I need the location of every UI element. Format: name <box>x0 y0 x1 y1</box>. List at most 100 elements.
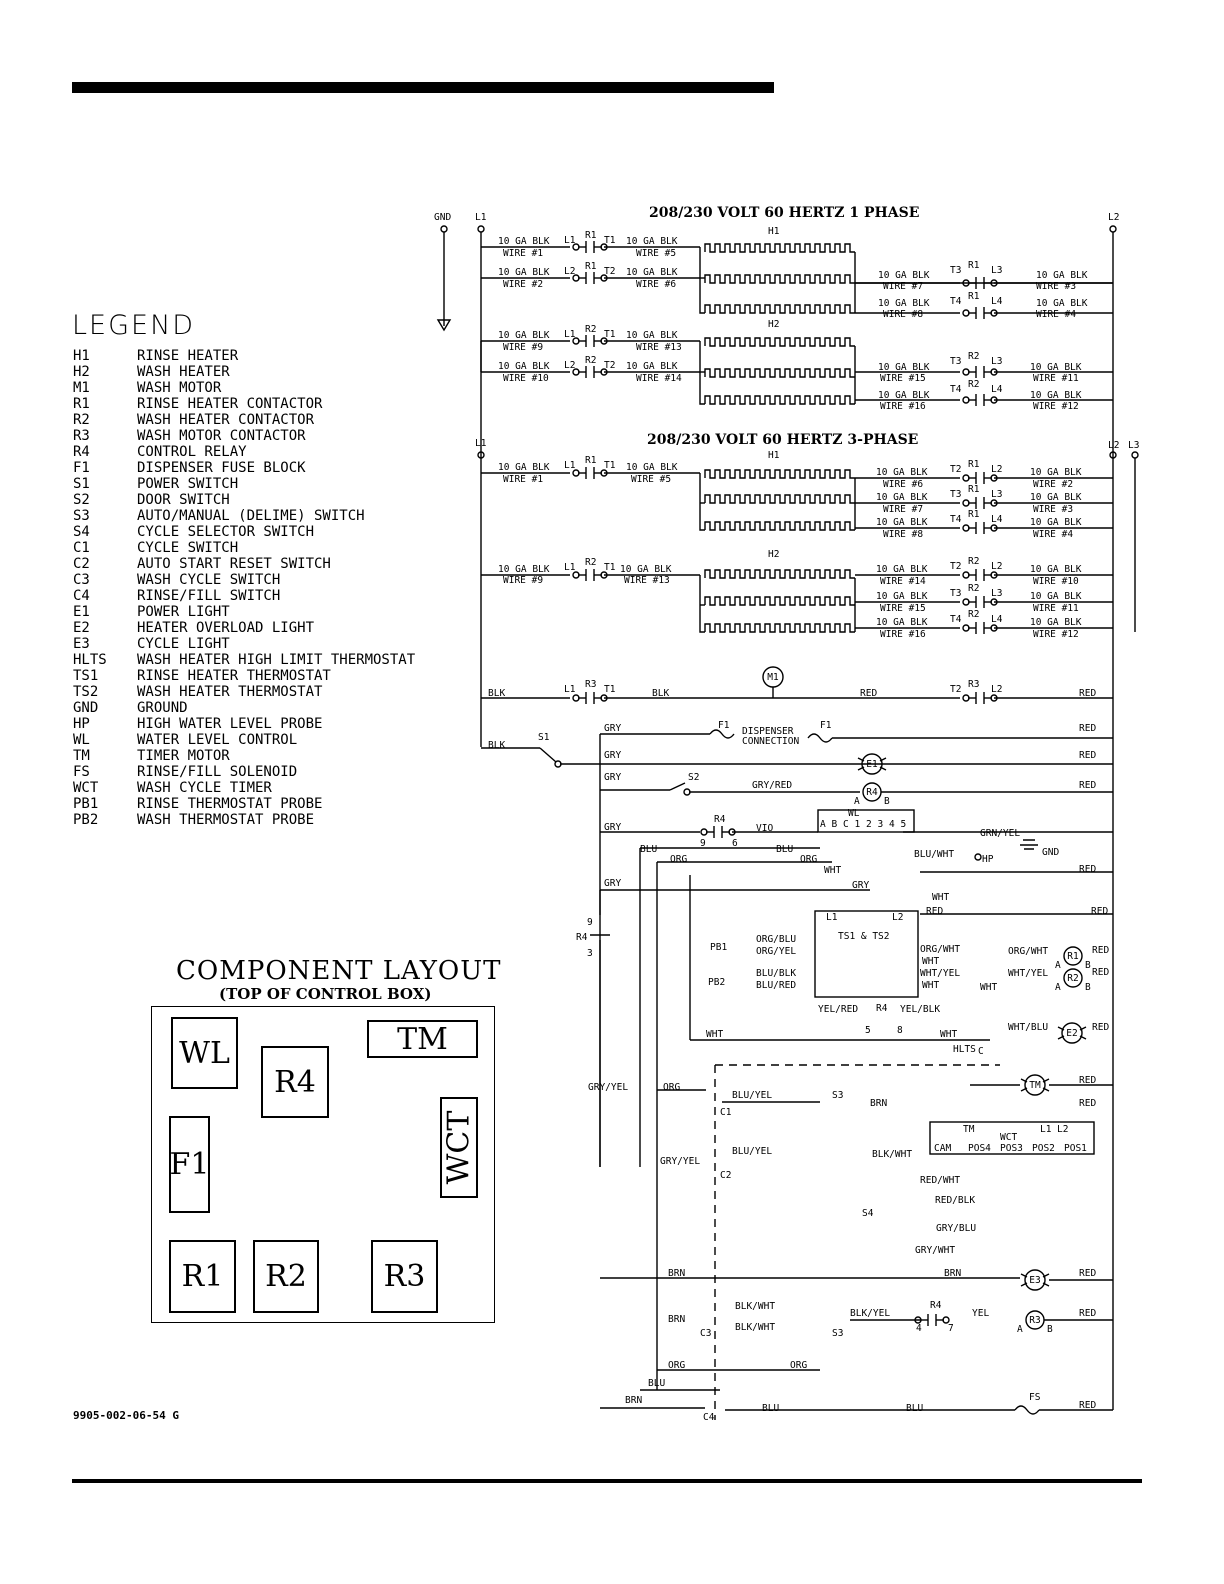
wire-label: RED <box>1079 780 1096 791</box>
terminal <box>962 279 970 287</box>
wire-label: WHT/YEL <box>1008 968 1048 979</box>
wire-label: BLU <box>640 844 657 855</box>
r3-coil-label: R3 <box>1029 1315 1040 1326</box>
terminal <box>1131 451 1139 459</box>
wire <box>1042 1078 1050 1083</box>
wire-label: WIRE #10 <box>503 373 549 384</box>
document-number: 9905-002-06-54 G <box>73 1409 179 1422</box>
wire-label: RED <box>926 906 943 917</box>
header-rule <box>72 82 774 93</box>
wire-label: 10 GA BLK <box>620 564 672 575</box>
wire-label: L2 <box>1057 1124 1068 1135</box>
legend-desc: POWER LIGHT <box>137 604 230 620</box>
wire-label: BLK/WHT <box>872 1149 912 1160</box>
wire-label: WHT <box>824 865 841 876</box>
ground-symbol <box>1020 839 1038 850</box>
wire-label: BLU/WHT <box>914 849 954 860</box>
legend-code: S3 <box>73 508 90 524</box>
wire-label: POS1 <box>1064 1143 1087 1154</box>
wire-label: R2 <box>585 557 596 568</box>
h1-label: H1 <box>768 450 780 461</box>
wire-label: S4 <box>862 1208 874 1219</box>
wire-label: 10 GA BLK <box>626 236 678 247</box>
component-wl: WL <box>171 1017 238 1089</box>
wire-label: R1 <box>585 455 597 466</box>
terminal <box>962 598 970 606</box>
legend-desc: HEATER OVERLOAD LIGHT <box>137 620 315 636</box>
component-r2: R2 <box>253 1240 319 1313</box>
component-tm: TM <box>367 1020 478 1058</box>
wire-label: BLU/RED <box>756 980 796 991</box>
terminal-b-label: B <box>1085 960 1091 971</box>
legend-code: TS1 <box>73 668 99 684</box>
legend-code: C2 <box>73 556 90 572</box>
wire-label: L1 <box>564 235 576 246</box>
wire-label: WCT <box>1000 1132 1017 1143</box>
heater-element <box>704 337 855 347</box>
wire-label: R4 <box>876 1003 888 1014</box>
legend-desc: RINSE/FILL SWITCH <box>137 588 281 604</box>
wire-label: RED <box>1092 967 1109 978</box>
h2-label: H2 <box>768 319 779 330</box>
wire-label: ORG <box>670 854 687 865</box>
wire-label: L2 <box>892 912 903 923</box>
legend-code: S1 <box>73 476 90 492</box>
wire-label: R1 <box>585 261 597 272</box>
wire-label: RED/WHT <box>920 1175 960 1186</box>
legend-desc: AUTO START RESET SWITCH <box>137 556 331 572</box>
wire-label: BLU <box>906 1403 923 1414</box>
wire <box>1020 1273 1028 1278</box>
wire-label: GRY <box>604 772 621 783</box>
fuse <box>709 729 735 739</box>
heater-element <box>704 521 855 531</box>
terminal <box>700 828 708 836</box>
wire-label: 10 GA BLK <box>878 270 930 281</box>
legend-desc: WASH MOTOR CONTACTOR <box>137 428 306 444</box>
wire-label: BLU <box>776 844 793 855</box>
wire-label: RED <box>1079 1075 1096 1086</box>
terminal-a-label: A <box>1055 982 1061 993</box>
terminal <box>962 694 970 702</box>
wire-label: WIRE #1 <box>503 248 543 259</box>
wire-label: ORG/YEL <box>756 946 796 957</box>
wire-label: WIRE #14 <box>880 576 926 587</box>
wire-label: 10 GA BLK <box>876 591 928 602</box>
wl-label: WL <box>848 808 860 819</box>
legend-code: E3 <box>73 636 90 652</box>
wire-label: 5 <box>865 1025 871 1036</box>
wire-label: RED <box>1091 906 1108 917</box>
wire-label: B <box>832 819 838 830</box>
terminal <box>477 451 485 459</box>
terminal <box>477 225 485 233</box>
terminal <box>572 571 580 579</box>
terminal-a-label: A <box>854 796 860 807</box>
legend-code: TM <box>73 748 90 764</box>
wire-label: T1 <box>604 329 616 340</box>
wire-label: GND <box>1042 847 1059 858</box>
wire-label: T3 <box>950 489 961 500</box>
wire-label: T4 <box>950 514 962 525</box>
wire-label: RED/BLK <box>935 1195 975 1206</box>
gnd-label: GND <box>434 212 451 223</box>
wire-label: 10 GA BLK <box>498 462 550 473</box>
wire-label: POS2 <box>1032 1143 1055 1154</box>
wire-label: L1 <box>564 684 576 695</box>
wire-label: WIRE #14 <box>636 373 682 384</box>
wire-label: WHT/YEL <box>920 968 960 979</box>
wire-label: S3 <box>832 1090 843 1101</box>
wire-label: RED <box>1079 1308 1096 1319</box>
m1-label: M1 <box>767 672 779 683</box>
wire-label: BRN <box>944 1268 961 1279</box>
wire <box>669 782 686 791</box>
heater-element <box>704 368 855 378</box>
terminal <box>572 274 580 282</box>
wire <box>1042 1273 1050 1278</box>
legend-item: C2 AUTO START RESET SWITCH <box>73 556 415 572</box>
